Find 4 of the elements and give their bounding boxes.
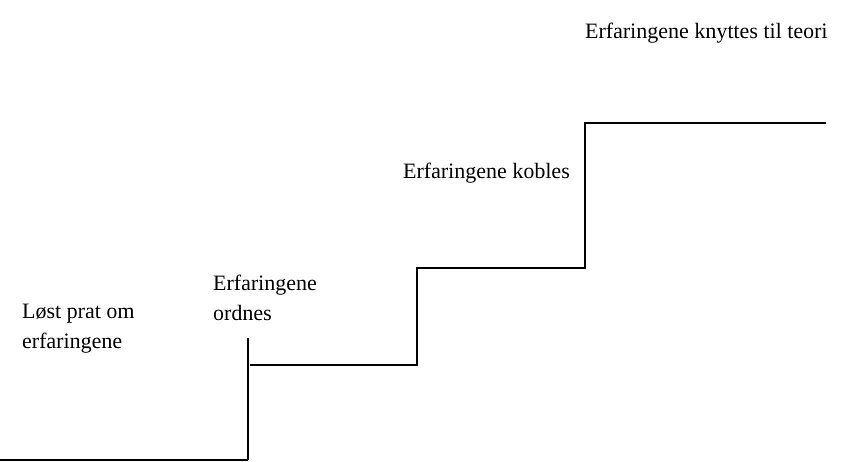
step-label: Erfaringene knyttes til teori	[585, 17, 829, 45]
step-label: Løst prat om erfaringene	[22, 297, 136, 355]
step-label: Erfaringene ordnes	[213, 269, 318, 327]
step-label: Erfaringene kobles	[403, 157, 571, 185]
